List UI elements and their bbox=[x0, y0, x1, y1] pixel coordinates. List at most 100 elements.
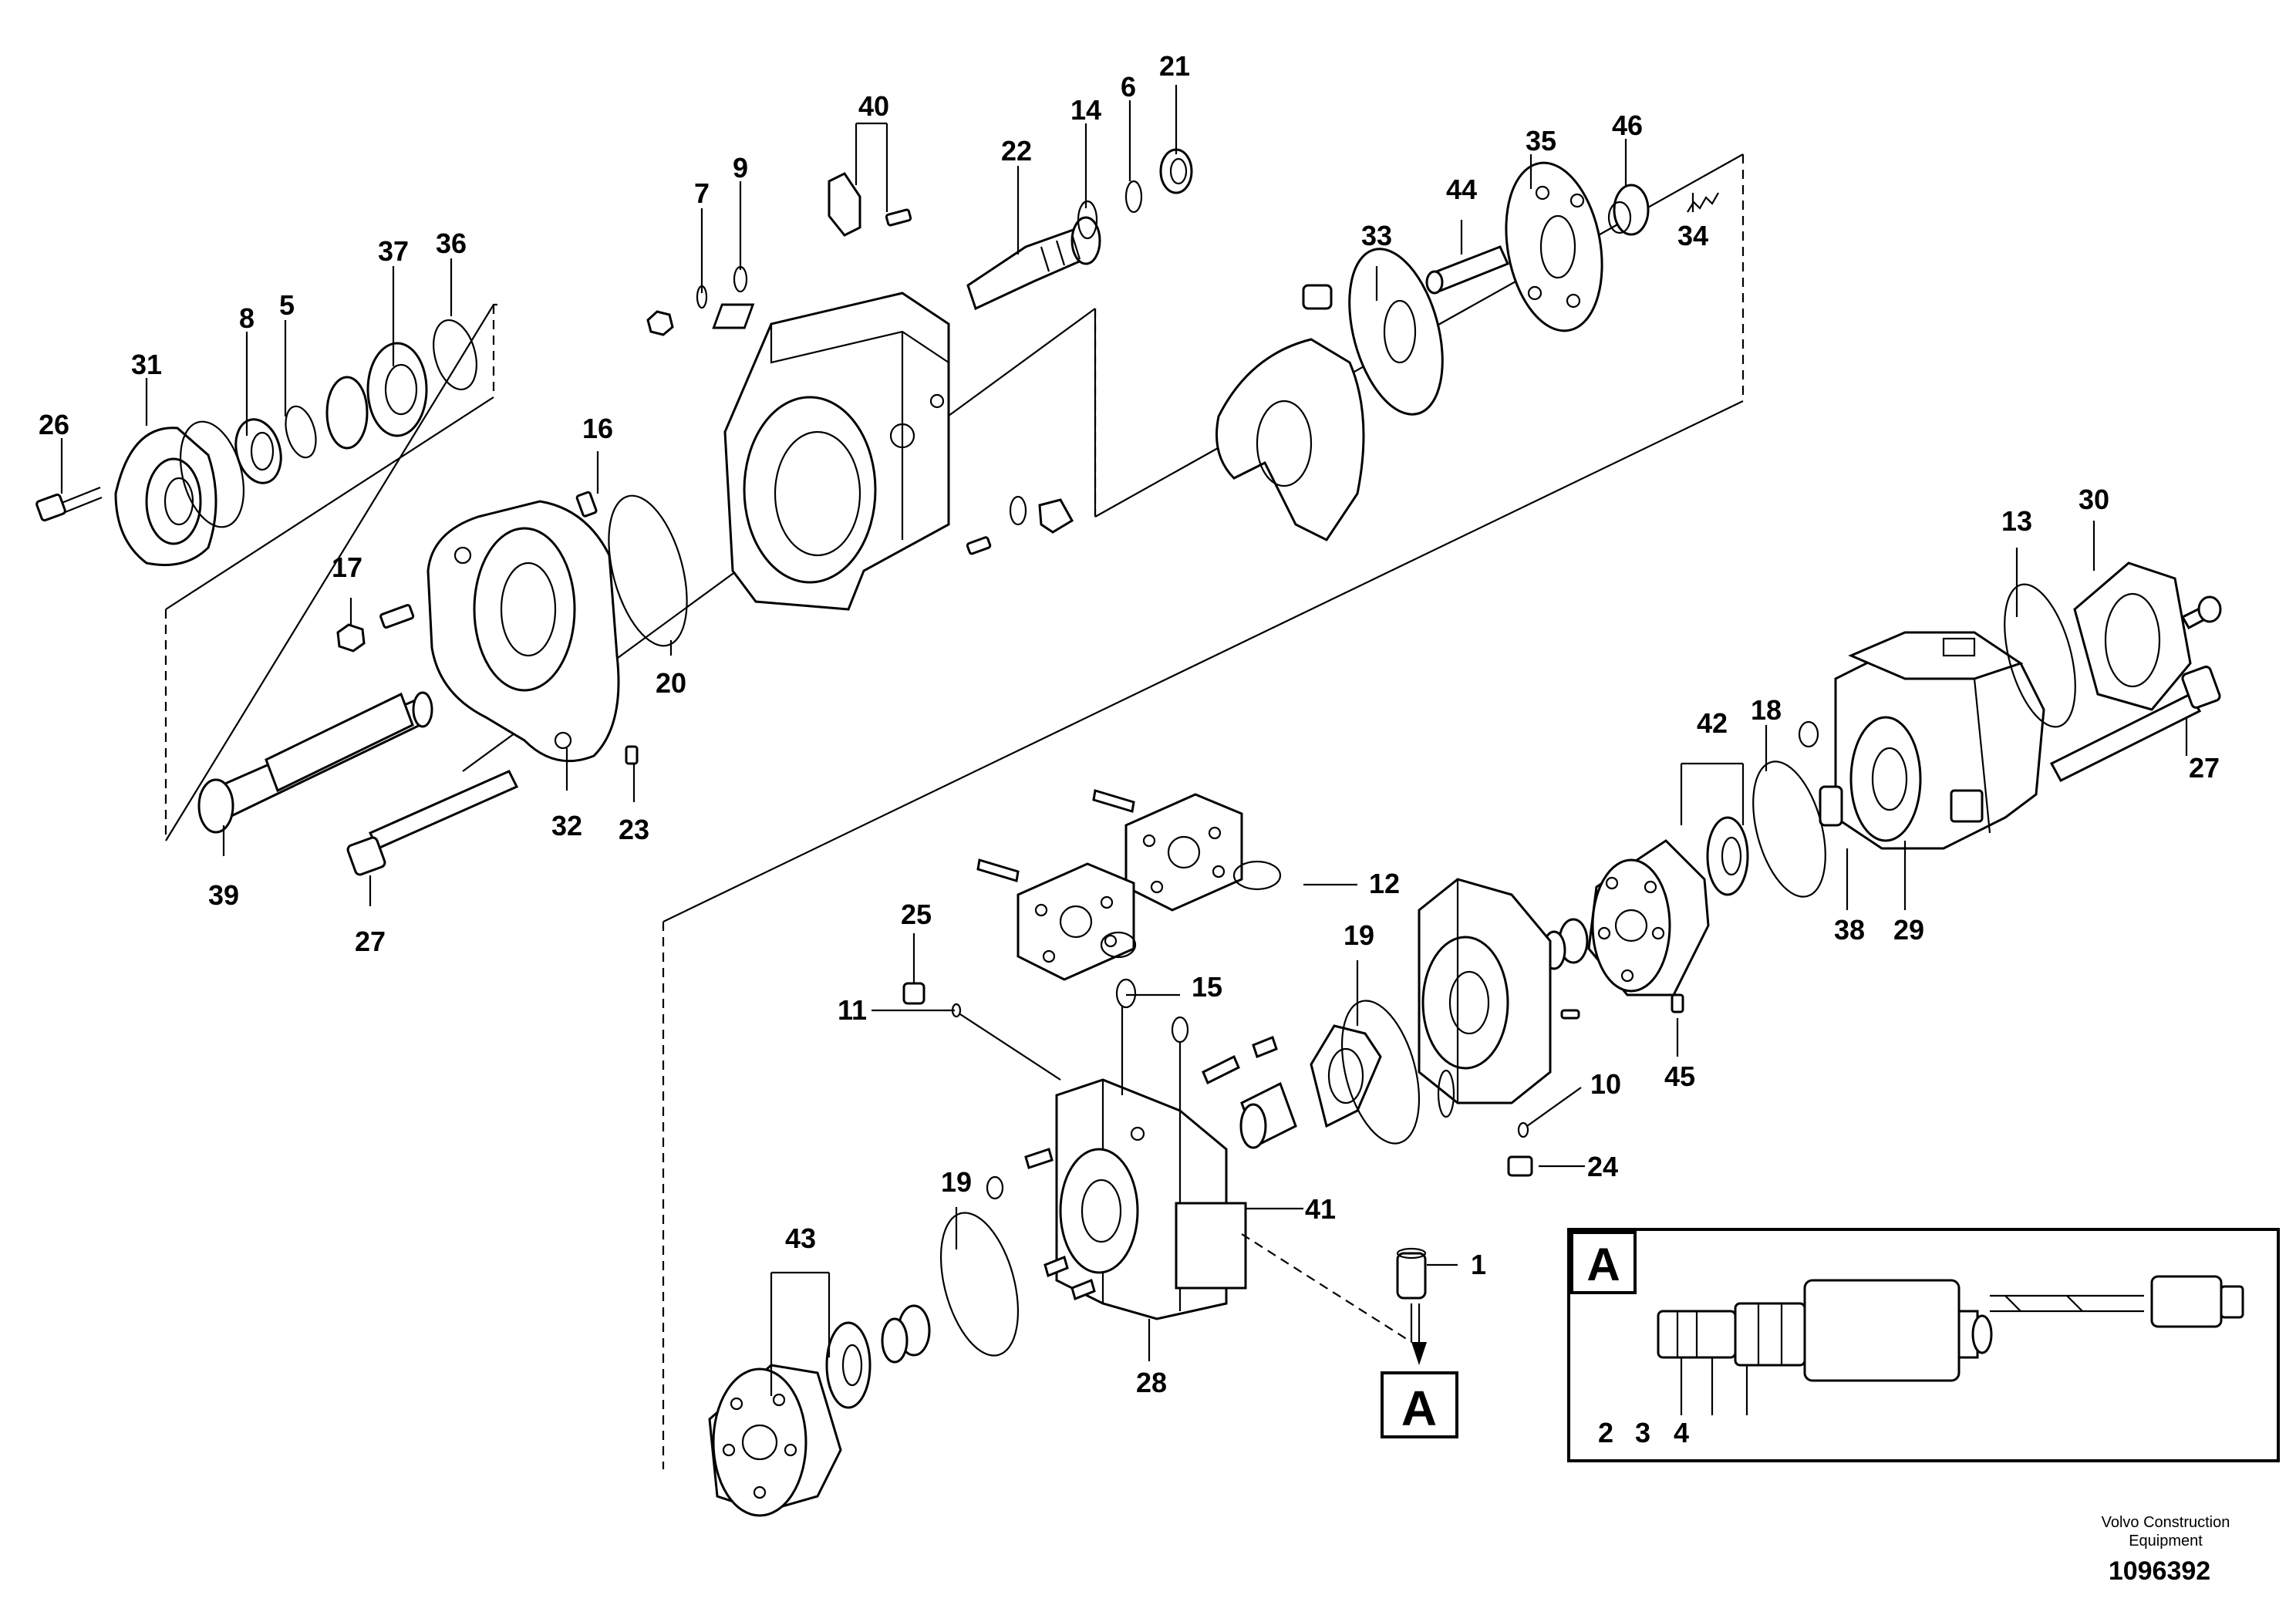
eye-bolt-15 bbox=[1115, 978, 1189, 1044]
callout-15: 15 bbox=[1192, 971, 1222, 1003]
callout-1: 1 bbox=[1471, 1249, 1486, 1280]
callout-30: 30 bbox=[2079, 484, 2109, 515]
callout-29: 29 bbox=[1893, 914, 1924, 946]
inset-valve bbox=[1657, 1275, 2244, 1382]
bolt-30 bbox=[2180, 595, 2222, 630]
bushing-43 bbox=[881, 1304, 931, 1364]
callout-32: 32 bbox=[551, 810, 582, 841]
callout-labels: 26 31 8 5 37 36 7 9 40 22 14 6 21 44 35 … bbox=[39, 50, 2220, 1448]
small-ring-head bbox=[1437, 1069, 1455, 1118]
callout-34: 34 bbox=[1677, 220, 1708, 251]
cylinder-block-42 bbox=[1587, 839, 1710, 996]
swash-plate bbox=[1215, 284, 1365, 541]
cover-plate-30 bbox=[2073, 561, 2192, 711]
shaft-39 bbox=[197, 691, 433, 834]
callout-45: 45 bbox=[1664, 1061, 1695, 1092]
callout-33: 33 bbox=[1361, 220, 1392, 251]
snap-ring-5 bbox=[285, 405, 317, 459]
side-plug bbox=[1009, 495, 1074, 534]
callout-11: 11 bbox=[838, 994, 867, 1026]
ring-10 bbox=[1517, 1121, 1529, 1138]
pin-45 bbox=[1671, 993, 1684, 1013]
detail-letter: A bbox=[1401, 1381, 1437, 1436]
credit-line-2: Equipment bbox=[2129, 1533, 2203, 1549]
body-block-28 bbox=[1055, 1078, 1247, 1320]
o-ring-18 bbox=[1798, 720, 1819, 748]
callout-7: 7 bbox=[694, 177, 710, 209]
plate-33 bbox=[1348, 248, 1444, 416]
pin-16 bbox=[575, 491, 598, 518]
bracket-40 bbox=[828, 172, 912, 237]
port-plate-lower bbox=[976, 858, 1137, 981]
callout-39: 39 bbox=[208, 879, 239, 911]
pin-23 bbox=[625, 745, 639, 765]
bolt-27-left bbox=[346, 770, 519, 876]
drawing-number: 1096392 bbox=[2109, 1556, 2210, 1586]
callout-19-upper: 19 bbox=[1344, 919, 1374, 951]
callout-27-left: 27 bbox=[355, 926, 386, 957]
seal-8 bbox=[234, 418, 282, 484]
callout-3: 3 bbox=[1635, 1417, 1650, 1448]
callout-31: 31 bbox=[131, 349, 162, 380]
ring-36 bbox=[433, 319, 477, 391]
callout-6: 6 bbox=[1121, 71, 1136, 103]
callout-2: 2 bbox=[1598, 1417, 1613, 1448]
inset-letter: A bbox=[1586, 1239, 1620, 1290]
callout-26: 26 bbox=[39, 409, 69, 440]
ring-6 bbox=[1124, 180, 1143, 214]
plug-25 bbox=[902, 982, 925, 1005]
o-ring-42 bbox=[1752, 760, 1826, 898]
bolt-27-right bbox=[2049, 666, 2221, 782]
callout-10: 10 bbox=[1590, 1068, 1621, 1100]
callout-9: 9 bbox=[733, 152, 748, 184]
callout-41: 41 bbox=[1305, 1193, 1336, 1225]
o-ring-19-upper bbox=[1340, 1000, 1421, 1145]
credit-line-1: Volvo Construction bbox=[2102, 1514, 2230, 1531]
housing-flange-32 bbox=[426, 500, 620, 763]
detail-callout-box: A bbox=[1381, 1371, 1458, 1438]
callout-37: 37 bbox=[378, 235, 409, 267]
inset-panel: A bbox=[1567, 1228, 2280, 1462]
ball-guide-46 bbox=[1607, 184, 1650, 236]
pump-housing-29 bbox=[1834, 631, 2045, 850]
callout-46: 46 bbox=[1612, 110, 1643, 141]
o-ring-19-lower bbox=[939, 1212, 1020, 1357]
callout-27-right: 27 bbox=[2189, 752, 2220, 784]
ring-14 bbox=[1077, 200, 1098, 240]
head-block bbox=[1418, 878, 1552, 1104]
callout-35: 35 bbox=[1526, 125, 1556, 157]
arrow-to-detail bbox=[1411, 1303, 1427, 1365]
callout-38: 38 bbox=[1834, 914, 1865, 946]
plug-24 bbox=[1507, 1155, 1533, 1177]
callout-23: 23 bbox=[619, 814, 649, 845]
shaft-end-38 bbox=[1819, 785, 1843, 827]
callout-8: 8 bbox=[239, 302, 255, 334]
callout-36: 36 bbox=[436, 228, 467, 259]
valve-plate-42 bbox=[1706, 816, 1749, 896]
cover-flange-31 bbox=[114, 427, 217, 566]
bearing-37 bbox=[325, 342, 428, 450]
pin-28 bbox=[986, 1148, 1096, 1301]
callout-18: 18 bbox=[1751, 694, 1782, 726]
cylinder-block-43 bbox=[708, 1364, 842, 1517]
callout-42: 42 bbox=[1697, 707, 1728, 739]
retainer-35 bbox=[1505, 161, 1603, 332]
callout-20: 20 bbox=[656, 667, 686, 699]
credit-block: Volvo Construction Equipment 1096392 bbox=[2102, 1514, 2230, 1586]
callout-19-lower: 19 bbox=[941, 1166, 972, 1198]
callout-28: 28 bbox=[1136, 1367, 1167, 1398]
pin-44 bbox=[1425, 245, 1510, 295]
callout-25: 25 bbox=[901, 899, 932, 930]
callout-40: 40 bbox=[858, 90, 889, 122]
callout-14: 14 bbox=[1070, 94, 1101, 126]
nut-7 bbox=[646, 265, 748, 336]
callout-24: 24 bbox=[1587, 1151, 1618, 1182]
o-ring-13 bbox=[2004, 583, 2076, 728]
o-ring-20 bbox=[608, 494, 688, 647]
callout-16: 16 bbox=[582, 413, 613, 444]
bolt-26 bbox=[35, 486, 103, 522]
plug-21 bbox=[1159, 148, 1193, 194]
pinion-gear bbox=[1239, 1081, 1297, 1149]
pin-pair bbox=[1202, 1036, 1278, 1085]
